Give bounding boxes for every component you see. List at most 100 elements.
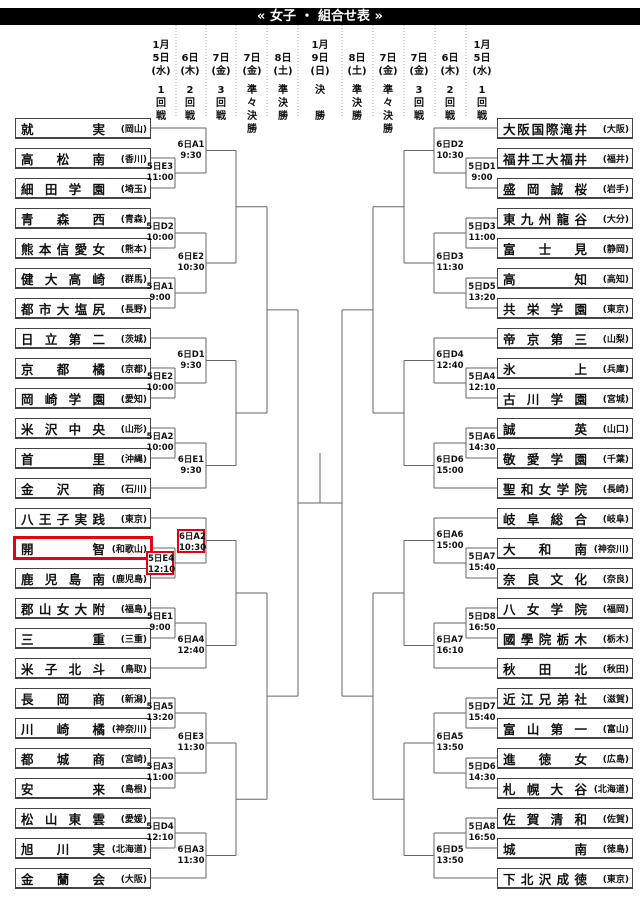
team-name: 大和南 (503, 541, 587, 557)
team-prefecture: (東京) (602, 874, 629, 885)
round-char: 決 (247, 111, 257, 122)
match-day: 6日D5 (436, 844, 464, 855)
team-prefecture: (兵庫) (602, 364, 629, 375)
team-prefecture: (島根) (120, 784, 147, 795)
team-name: 岐阜総合 (503, 511, 587, 527)
team-prefecture: (青森) (120, 214, 147, 225)
team-prefecture: (岐阜) (602, 514, 629, 525)
match-day: 5日A4 (468, 372, 496, 382)
team-name: 就実 (21, 121, 105, 137)
match-time: 11:30 (177, 743, 205, 753)
match-time: 10:30 (177, 263, 205, 273)
team-prefecture: (長崎) (602, 484, 629, 495)
round-char: 3 (217, 85, 225, 96)
team-prefecture: (愛知) (120, 394, 147, 405)
match-time: 16:50 (468, 623, 496, 633)
match-day: 6日D6 (436, 454, 464, 465)
date-line: 6日 (181, 53, 199, 64)
team-entry: 川崎橘(神奈川) (15, 718, 151, 739)
team-prefecture: (宮城) (602, 394, 629, 405)
date-line: 5日 (152, 53, 170, 64)
match-time: 12:10 (148, 565, 176, 575)
round-char: 決 (278, 98, 288, 109)
team-prefecture: (大分) (602, 214, 629, 225)
round-char: 勝 (315, 111, 325, 122)
team-prefecture: (福島) (120, 604, 147, 615)
match-day: 6日A4 (177, 634, 205, 645)
date-line: 5日 (473, 53, 491, 64)
team-name: 共栄学園 (503, 301, 587, 317)
date-line: 7日 (243, 53, 261, 64)
match-day: 6日D4 (436, 349, 464, 360)
team-entry: 三重(三重) (15, 628, 151, 649)
team-entry: 日立第二(茨城) (15, 328, 151, 349)
round-char: 々 (247, 98, 257, 109)
team-prefecture: (和歌山) (111, 544, 147, 555)
match-day: 5日D7 (468, 702, 496, 712)
team-name: 高知 (503, 271, 587, 287)
team-prefecture: (山梨) (602, 334, 629, 345)
match-day: 5日D5 (468, 282, 496, 292)
team-name: 帝京第三 (503, 331, 587, 347)
team-prefecture: (熊本) (120, 244, 147, 255)
round-char: 戦 (414, 111, 424, 122)
match-day: 6日D2 (436, 139, 464, 150)
match-day: 5日D3 (468, 222, 496, 232)
team-prefecture: (沖縄) (120, 454, 147, 465)
match-time: 12:40 (436, 360, 464, 371)
match-day: 5日E2 (146, 372, 174, 382)
round-char: 回 (156, 98, 166, 109)
round-char: 回 (477, 98, 487, 109)
match-time: 11:30 (436, 263, 464, 273)
date-line: 1月 (152, 40, 170, 51)
match-day: 5日D4 (146, 822, 174, 832)
date-line: 7日 (379, 53, 397, 64)
round-date: 7日(金) (206, 26, 236, 78)
team-name: 日立第二 (21, 331, 105, 347)
team-prefecture: (神奈川) (111, 724, 147, 735)
round-column-header: 8日(土)準決勝 (268, 26, 298, 123)
round-char: 1 (478, 85, 486, 96)
round-char: 戦 (216, 111, 226, 122)
date-line: (木) (180, 66, 200, 77)
team-entry: 京都橘(京都) (15, 358, 151, 379)
round-char: 準 (383, 85, 393, 96)
team-name: 札幌大谷 (503, 781, 587, 797)
match-day: 5日D8 (468, 612, 496, 622)
team-prefecture: (岡山) (120, 124, 147, 135)
match-day: 5日D2 (146, 222, 174, 232)
team-name: 敬愛学園 (503, 451, 587, 467)
match-time: 9:00 (149, 293, 171, 303)
team-name: 富士見 (503, 241, 587, 257)
team-entry: 大和南(神奈川) (497, 538, 633, 559)
match-time: 14:30 (468, 443, 496, 453)
team-entry: 下北沢成徳(東京) (497, 868, 633, 889)
match-time: 13:50 (436, 743, 464, 753)
round-date: 7日(金) (373, 26, 403, 78)
match-time: 15:00 (436, 465, 464, 476)
team-name: 青森西 (21, 211, 105, 227)
team-name: 首里 (21, 451, 105, 467)
team-name: 鹿児島南 (21, 571, 105, 587)
date-line: (日) (310, 66, 330, 77)
team-prefecture: (石川) (120, 484, 147, 495)
team-prefecture: (北海道) (593, 784, 629, 795)
team-entry: 松山東雲(愛媛) (15, 808, 151, 829)
match-time: 9:30 (180, 360, 202, 371)
team-entry: 富山第一(富山) (497, 718, 633, 739)
team-name: 安来 (21, 781, 105, 797)
match-time: 10:30 (179, 542, 207, 553)
team-entry: 高知(高知) (497, 268, 633, 289)
team-name: 近江兄弟社 (503, 691, 587, 707)
match-day: 5日A5 (146, 702, 174, 712)
team-name: 熊本信愛女 (21, 241, 105, 257)
match-time: 16:10 (436, 645, 464, 656)
round-column-header: 8日(土)準決勝 (342, 26, 372, 123)
team-prefecture: (福岡) (602, 604, 629, 615)
